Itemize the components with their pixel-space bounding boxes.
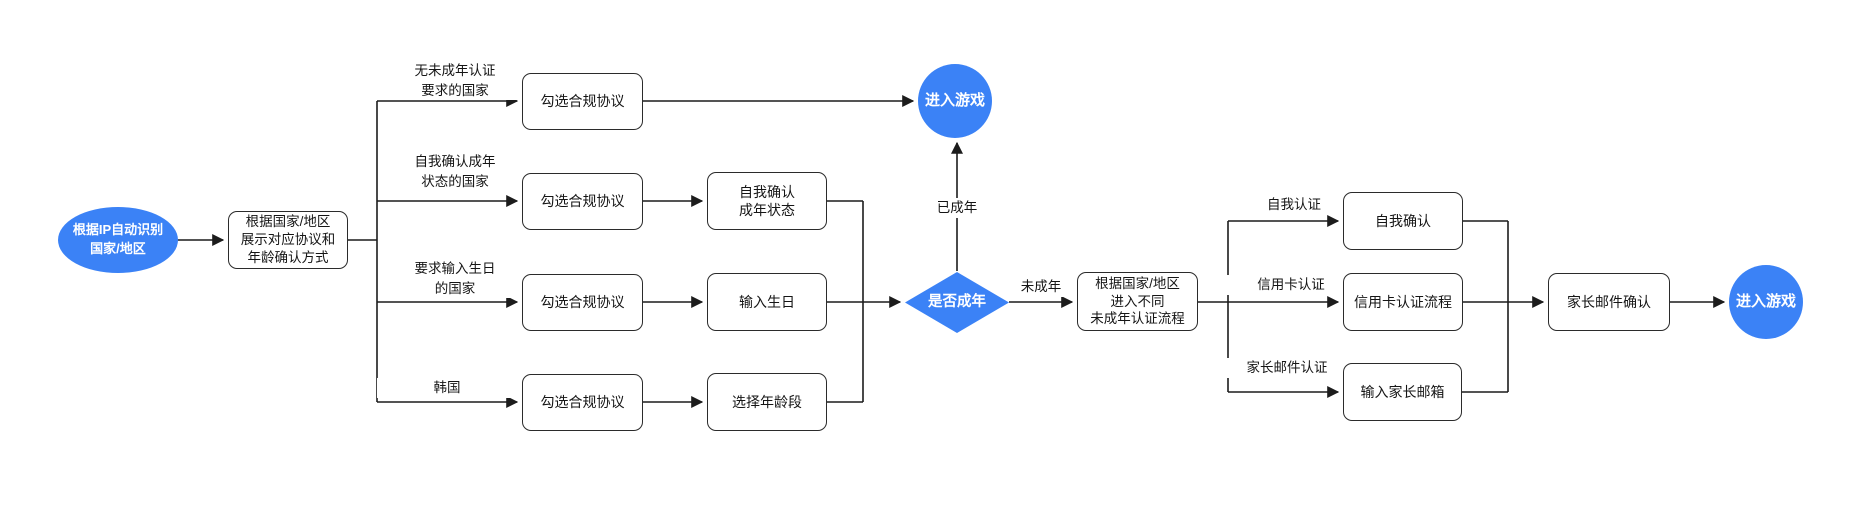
node-credit-card-flow: 信用卡认证流程 bbox=[1343, 273, 1463, 331]
edge-label-parent-email-verification: 家长邮件认证 bbox=[1217, 358, 1357, 378]
node-self-confirm-adult: 自我确认 成年状态 bbox=[707, 172, 827, 230]
node-self-confirmation: 自我确认 bbox=[1343, 192, 1463, 250]
node-minor-verification-route: 根据国家/地区 进入不同 未成年认证流程 bbox=[1077, 272, 1198, 331]
node-parent-email-confirm: 家长邮件确认 bbox=[1548, 273, 1670, 331]
node-check-agreement-row1: 勾选合规协议 bbox=[522, 73, 643, 130]
node-show-agreement: 根据国家/地区 展示对应协议和 年龄确认方式 bbox=[228, 211, 348, 269]
node-enter-game-end: 进入游戏 bbox=[1729, 265, 1803, 339]
edge-label-self-confirm-countries: 自我确认成年 状态的国家 bbox=[385, 152, 525, 192]
node-enter-parent-email: 输入家长邮箱 bbox=[1343, 363, 1462, 421]
edge-label-adult: 已成年 bbox=[917, 198, 997, 218]
edge-label-birthday-required-countries: 要求输入生日 的国家 bbox=[385, 259, 525, 299]
edge-label-self-verification: 自我认证 bbox=[1224, 195, 1364, 215]
node-select-age-range: 选择年龄段 bbox=[707, 373, 827, 431]
node-enter-game-top: 进入游戏 bbox=[918, 64, 992, 138]
node-check-agreement-row2: 勾选合规协议 bbox=[522, 173, 643, 230]
node-ip-detect: 根据IP自动识别 国家/地区 bbox=[58, 207, 178, 273]
edge-label-korea: 韩国 bbox=[377, 378, 517, 398]
node-check-agreement-row4: 勾选合规协议 bbox=[522, 374, 643, 431]
edge-label-no-minor-verification-countries: 无未成年认证 要求的国家 bbox=[385, 61, 525, 101]
edge-label-minor: 未成年 bbox=[1001, 277, 1081, 297]
edge-label-credit-card-verification: 信用卡认证 bbox=[1221, 275, 1361, 295]
node-enter-birthday: 输入生日 bbox=[707, 273, 827, 331]
node-check-agreement-row3: 勾选合规协议 bbox=[522, 274, 643, 331]
